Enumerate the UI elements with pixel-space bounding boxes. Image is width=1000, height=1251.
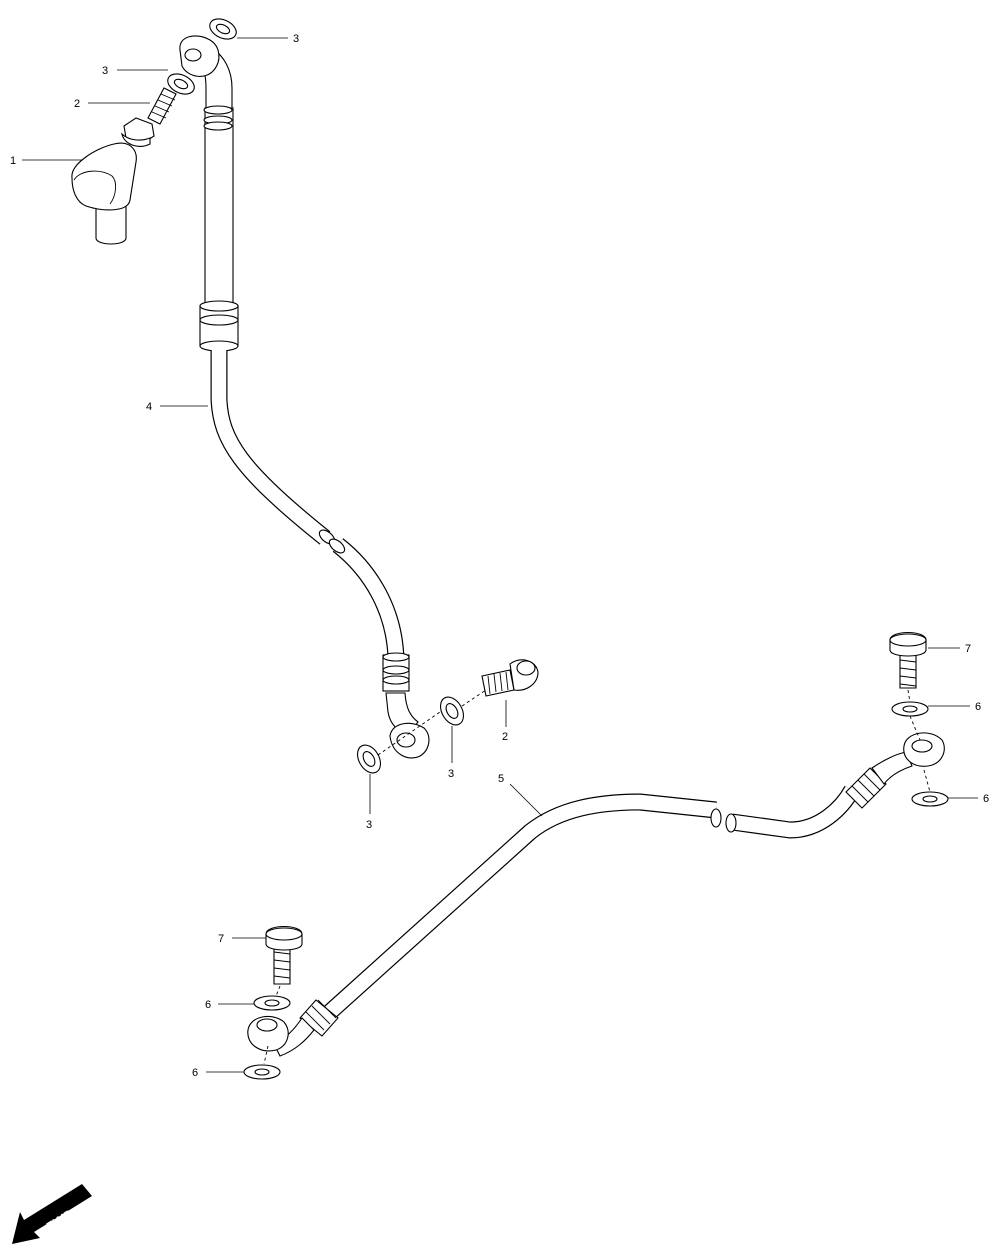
callout-4: 4 (146, 401, 152, 413)
washer-left-2 (243, 1064, 281, 1080)
washer-top-2 (167, 73, 195, 95)
lower-brake-hose (247, 732, 945, 1057)
callout-6: 6 (975, 701, 981, 713)
callout-3: 3 (448, 768, 454, 780)
callout-3: 3 (293, 33, 299, 45)
callout-6: 6 (205, 999, 211, 1011)
callout-labels: 3 3 2 1 4 2 3 3 5 7 6 6 7 6 6 (10, 33, 989, 1079)
washer-right-2 (911, 791, 949, 807)
washer-right-1 (891, 701, 929, 717)
callout-6: 6 (192, 1067, 198, 1079)
callout-6: 6 (983, 793, 989, 805)
banjo-bolt-right (889, 631, 927, 689)
callout-2: 2 (502, 731, 508, 743)
washer-middle-2 (356, 744, 382, 774)
callout-1: 1 (10, 155, 16, 167)
fwd-direction-arrow: FWD (12, 1184, 92, 1244)
callout-7: 7 (965, 643, 971, 655)
banjo-bolt-top (121, 87, 177, 147)
callout-3: 3 (102, 65, 108, 77)
rubber-cap (71, 142, 137, 245)
leader-lines (22, 37, 978, 1073)
callout-7: 7 (218, 933, 224, 945)
upper-brake-hose (179, 35, 430, 759)
callout-5: 5 (498, 773, 504, 785)
callout-2: 2 (74, 98, 80, 110)
banjo-bolt-middle (481, 659, 539, 697)
banjo-bolt-left (265, 925, 303, 985)
washer-top-1 (209, 18, 237, 40)
callout-3: 3 (366, 819, 372, 831)
washer-left-1 (253, 995, 291, 1011)
washer-middle-1 (439, 696, 465, 726)
